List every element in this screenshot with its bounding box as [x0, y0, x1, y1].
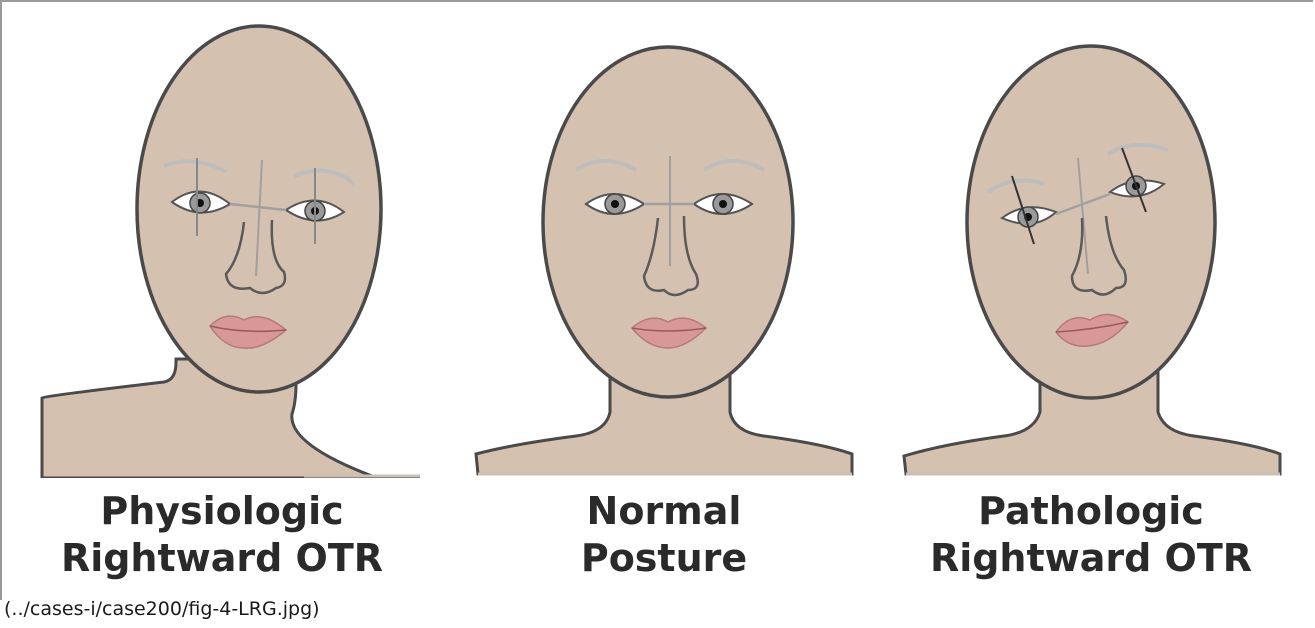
panel-label-normal: Normal Posture	[454, 488, 874, 582]
face-normal	[476, 47, 852, 474]
face-physiologic-otr	[4, 26, 424, 490]
face-pathologic-otr	[904, 46, 1280, 474]
panel-label-line2: Rightward OTR	[881, 535, 1301, 582]
panel-label-line1: Physiologic	[12, 488, 432, 535]
panel-label-pathologic: Pathologic Rightward OTR	[881, 488, 1301, 582]
panel-label-physiologic: Physiologic Rightward OTR	[12, 488, 432, 582]
image-path-caption: (../cases-i/case200/fig-4-LRG.jpg)	[4, 598, 320, 620]
panel-label-line1: Pathologic	[881, 488, 1301, 535]
panel-label-line2: Rightward OTR	[12, 535, 432, 582]
panel-label-line1: Normal	[454, 488, 874, 535]
panel-label-line2: Posture	[454, 535, 874, 582]
figure-frame: Physiologic Rightward OTR Normal Posture…	[0, 0, 1313, 600]
